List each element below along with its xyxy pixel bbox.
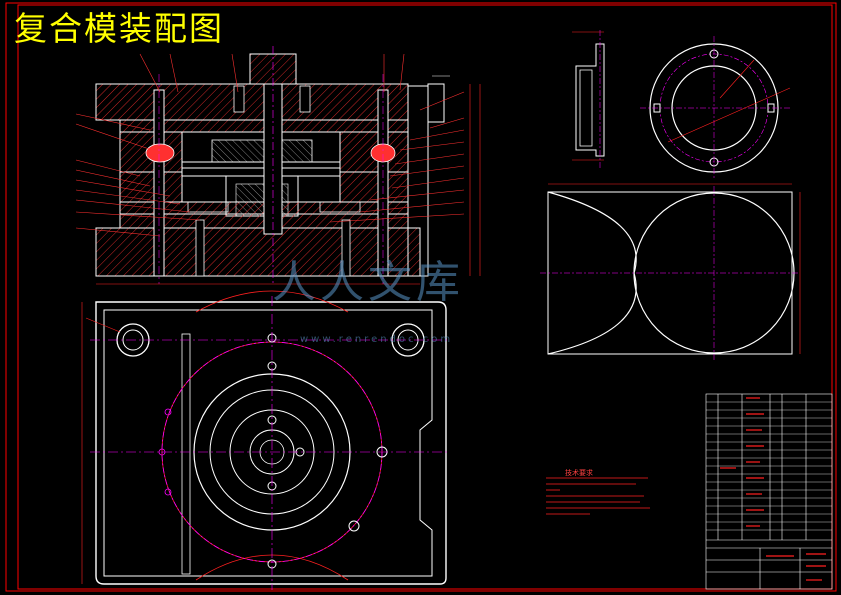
ring-part-view — [640, 36, 791, 180]
watermark-logo-text: 人人文库 — [272, 257, 464, 308]
part-section-view — [572, 30, 605, 170]
section-view — [75, 46, 481, 285]
title-block-rows — [706, 401, 832, 531]
title-block — [705, 393, 833, 590]
outer-frame — [5, 2, 837, 592]
tech-notes-lines — [546, 477, 650, 515]
watermark-url: www.renrendoc.com — [300, 334, 454, 345]
inner-frame — [17, 4, 833, 590]
title-block-entries — [720, 397, 826, 581]
strip-layout-view — [540, 183, 801, 362]
plan-view — [81, 290, 450, 590]
drawing-title: 复合模装配图 — [14, 9, 224, 48]
tech-notes-title: 技术要求 — [565, 469, 593, 477]
